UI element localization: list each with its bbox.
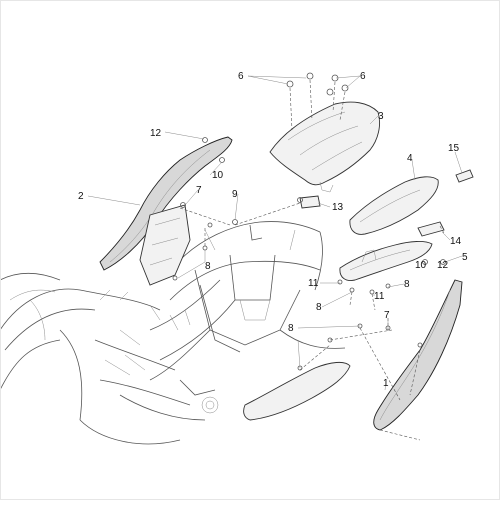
callout-12-left: 12	[150, 128, 162, 139]
callout-9: 9	[232, 189, 238, 200]
callout-2: 2	[78, 191, 84, 202]
rear-bracket	[339, 241, 433, 281]
callout-4: 4	[407, 153, 413, 164]
right-side-panel	[373, 279, 463, 431]
chassis-frame	[0, 221, 346, 445]
lower-belly-panel	[243, 361, 351, 421]
callout-13: 13	[332, 202, 344, 213]
callout-12-right: 12	[437, 260, 449, 271]
assembly-lines	[179, 79, 446, 441]
center-bracket	[299, 195, 321, 209]
callout-11-top: 11	[308, 278, 319, 289]
callout-6-left: 6	[238, 71, 244, 82]
callout-10-right: 10	[415, 260, 427, 271]
callout-8-lower: 8	[316, 302, 322, 313]
inner-frame-shield	[139, 204, 191, 286]
callout-7-right: 7	[384, 310, 390, 321]
callout-11-bottom: 11	[374, 291, 385, 302]
callout-6-right: 6	[360, 71, 366, 82]
leader-lines	[87, 75, 463, 391]
callout-3: 3	[378, 111, 384, 122]
callout-7-left: 7	[196, 185, 202, 196]
rear-cowl-cover	[269, 101, 381, 186]
callout-10-left: 10	[212, 170, 224, 181]
callout-8-left: 8	[205, 261, 211, 272]
callout-14: 14	[450, 236, 462, 247]
callout-8-mid: 8	[404, 279, 410, 290]
left-side-panel	[99, 136, 233, 271]
small-tube-part	[455, 169, 474, 183]
callout-5: 5	[462, 252, 468, 263]
lower-trim-strip	[417, 221, 445, 237]
callout-1: 1	[383, 378, 389, 389]
callout-labels: 6 6 3 12 10 7 2 9 13 8 4 15 14 5 10 12 1…	[78, 71, 468, 389]
callout-15: 15	[448, 143, 460, 154]
callout-8-bottom: 8	[288, 323, 294, 334]
